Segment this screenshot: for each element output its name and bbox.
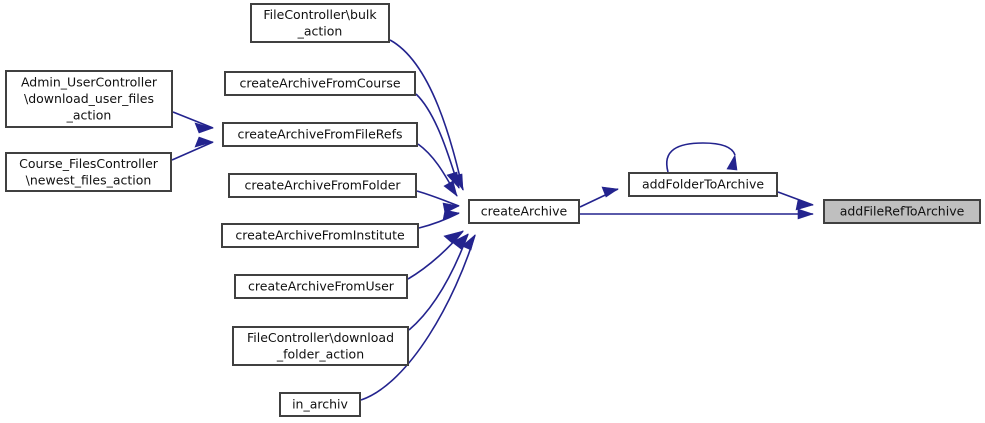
node-filecontroller-bulk-action[interactable]: FileController\bulk_action	[250, 3, 390, 43]
call-edge-admin-usercontroller-download-user-files-action-to-create-archive-from-filerefs	[172, 111, 214, 129]
node-create-archive[interactable]: createArchive	[468, 199, 580, 224]
node-box-create-archive-from-user[interactable]	[234, 274, 408, 299]
arrowhead-icon	[795, 199, 815, 211]
node-label-create-archive-from-user: createArchiveFromUser	[248, 278, 395, 293]
nodes-layer: FileController\bulk_actionAdmin_UserCont…	[5, 3, 981, 417]
node-filecontroller-download-folder-action[interactable]: FileController\download_folder_action	[232, 326, 409, 366]
node-label-create-archive-from-institute: createArchiveFromInstitute	[235, 227, 405, 242]
arrowhead-icon	[443, 180, 458, 197]
node-box-add-folder-to-archive[interactable]	[628, 172, 778, 197]
arrowhead-icon	[726, 154, 738, 171]
node-box-admin-usercontroller-download-user-files-action[interactable]	[5, 70, 173, 128]
node-box-create-archive-from-filerefs[interactable]	[222, 122, 418, 147]
node-in-archiv[interactable]: in_archiv	[279, 392, 361, 417]
arrowhead-icon	[194, 136, 214, 148]
arrowhead-icon	[451, 233, 469, 250]
node-create-archive-from-filerefs[interactable]: createArchiveFromFileRefs	[222, 122, 418, 147]
node-create-archive-from-course[interactable]: createArchiveFromCourse	[224, 71, 416, 96]
node-create-archive-from-institute[interactable]: createArchiveFromInstitute	[221, 223, 419, 248]
node-box-add-fileref-to-archive[interactable]	[823, 199, 981, 224]
node-create-archive-from-user[interactable]: createArchiveFromUser	[234, 274, 408, 299]
node-box-create-archive-from-folder[interactable]	[228, 173, 417, 198]
node-box-create-archive-from-course[interactable]	[224, 71, 416, 96]
node-box-in-archiv[interactable]	[279, 392, 361, 417]
node-box-course-filescontroller-newest-files-action[interactable]	[5, 152, 172, 192]
call-edge-course-filescontroller-newest-files-action-to-create-archive-from-filerefs	[171, 141, 214, 161]
node-label-create-archive: createArchive	[481, 203, 568, 218]
node-label-create-archive-from-filerefs: createArchiveFromFileRefs	[237, 126, 402, 141]
node-add-folder-to-archive[interactable]: addFolderToArchive	[628, 172, 778, 197]
node-label-admin-usercontroller-download-user-files-action: Admin_UserController\download_user_files…	[21, 74, 158, 122]
edges-layer	[171, 39, 814, 401]
node-add-fileref-to-archive[interactable]: addFileRefToArchive	[823, 199, 981, 224]
node-create-archive-from-folder[interactable]: createArchiveFromFolder	[228, 173, 417, 198]
arrowhead-icon	[442, 209, 460, 221]
node-course-filescontroller-newest-files-action[interactable]: Course_FilesController\newest_files_acti…	[5, 152, 172, 192]
node-label-create-archive-from-course: createArchiveFromCourse	[239, 75, 400, 90]
call-edge-filecontroller-download-folder-action-to-create-archive	[408, 233, 469, 331]
node-label-add-fileref-to-archive: addFileRefToArchive	[840, 203, 965, 218]
node-box-filecontroller-bulk-action[interactable]	[250, 3, 390, 43]
arrowhead-icon	[797, 208, 814, 220]
call-edge-in-archiv-to-create-archive	[360, 234, 476, 401]
node-box-filecontroller-download-folder-action[interactable]	[232, 326, 409, 366]
arrowhead-icon	[443, 230, 464, 244]
node-label-in-archiv: in_archiv	[292, 396, 348, 411]
node-label-create-archive-from-folder: createArchiveFromFolder	[244, 177, 401, 192]
node-box-create-archive-from-institute[interactable]	[221, 223, 419, 248]
arrowhead-icon	[601, 186, 619, 198]
node-label-filecontroller-download-folder-action: FileController\download_folder_action	[247, 329, 394, 361]
call-edge-create-archive-from-folder-to-create-archive	[416, 190, 460, 207]
node-label-add-folder-to-archive: addFolderToArchive	[642, 176, 764, 191]
node-label-course-filescontroller-newest-files-action: Course_FilesController\newest_files_acti…	[19, 155, 159, 187]
call-edge-filecontroller-bulk-action-to-create-archive	[389, 39, 464, 191]
arrowhead-icon	[194, 122, 214, 134]
call-edge-add-folder-to-archive-to-add-folder-to-archive	[665, 142, 736, 173]
node-admin-usercontroller-download-user-files-action[interactable]: Admin_UserController\download_user_files…	[5, 70, 173, 128]
arrowhead-icon	[461, 234, 476, 251]
node-box-create-archive[interactable]	[468, 199, 580, 224]
node-label-filecontroller-bulk-action: FileController\bulk_action	[263, 6, 377, 38]
arrowheads-layer	[194, 122, 815, 251]
